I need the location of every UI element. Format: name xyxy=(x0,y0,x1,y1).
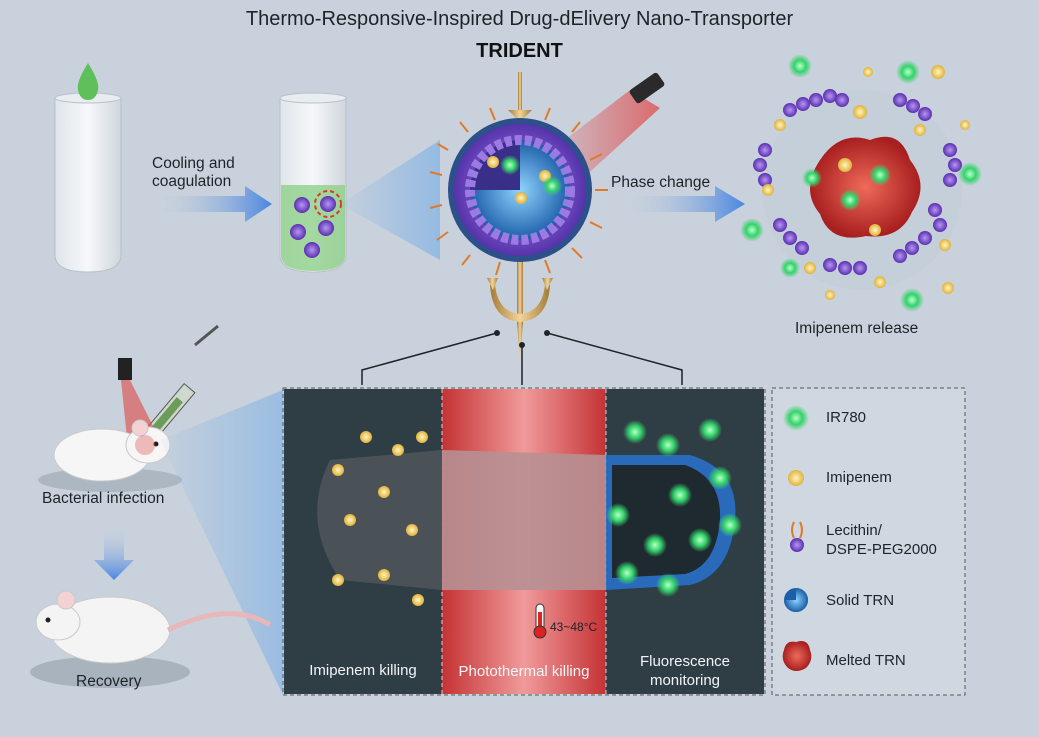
page-title: Thermo-Responsive-Inspired Drug-dElivery… xyxy=(245,8,794,30)
thermometer-icon xyxy=(533,603,547,639)
imipenem-release-label: Imipenem release xyxy=(795,320,919,337)
trident-nanoparticle xyxy=(448,118,592,262)
legend-imipenem-icon xyxy=(788,470,804,486)
legend-ir780-icon xyxy=(783,405,809,431)
arrow-cooling xyxy=(150,186,272,222)
trident-icon xyxy=(487,72,553,362)
empty-test-tube xyxy=(54,92,122,273)
temperature-label: 43~48°C xyxy=(550,620,598,634)
legend-ir780-label: IR780 xyxy=(826,409,867,426)
green-drop-icon xyxy=(77,63,99,100)
zoom-cone-mouse xyxy=(160,390,283,695)
phase-change-label: Phase change xyxy=(611,174,711,191)
bacterial-infection-label: Bacterial infection xyxy=(42,490,165,507)
bacterium-illustration xyxy=(317,450,736,590)
legend-lipid-icon xyxy=(790,521,804,552)
cooling-label-line2: coagulation xyxy=(152,173,232,190)
recovered-mouse-icon xyxy=(30,590,272,688)
zoom-cone xyxy=(340,140,440,260)
legend-lipid-label: Lecithin/ DSPE-PEG2000 xyxy=(826,521,937,559)
imipenem-particles xyxy=(332,431,428,606)
legend-melted-trn-icon xyxy=(782,641,812,671)
legend-melted-trn-label: Melted TRN xyxy=(826,652,906,669)
gel-test-tube xyxy=(279,92,347,273)
legend-lipid-label-line2: DSPE-PEG2000 xyxy=(826,541,937,558)
laser-device-icon xyxy=(629,72,665,104)
arrow-recovery xyxy=(94,525,134,580)
legend-solid-trn-label: Solid TRN xyxy=(826,592,895,609)
legend-solid-trn-icon xyxy=(784,588,808,612)
recovery-label: Recovery xyxy=(76,673,142,690)
arrow-phase-change xyxy=(618,186,745,222)
infected-mouse-icon xyxy=(38,419,182,492)
fluorescence-label-line2: monitoring xyxy=(649,672,721,689)
cooling-label: Cooling and coagulation xyxy=(152,155,235,191)
fluorescence-label-line1: Fluorescence xyxy=(639,653,731,670)
melted-nanoparticle xyxy=(740,54,982,312)
legend-lipid-label-line1: Lecithin/ xyxy=(826,522,882,539)
fluorescence-label: Fluorescence monitoring xyxy=(606,652,764,690)
imipenem-killing-label: Imipenem killing xyxy=(309,662,417,679)
lipid-tails xyxy=(429,107,608,276)
mouse-laser-icon xyxy=(118,358,132,380)
legend-imipenem-label: Imipenem xyxy=(826,469,892,486)
ir780-particles xyxy=(606,418,742,597)
connector-lines xyxy=(361,332,683,385)
cooling-label-line1: Cooling and xyxy=(152,155,235,172)
photothermal-killing-label: Photothermal killing xyxy=(458,663,590,680)
acronym-title: TRIDENT xyxy=(476,40,563,62)
